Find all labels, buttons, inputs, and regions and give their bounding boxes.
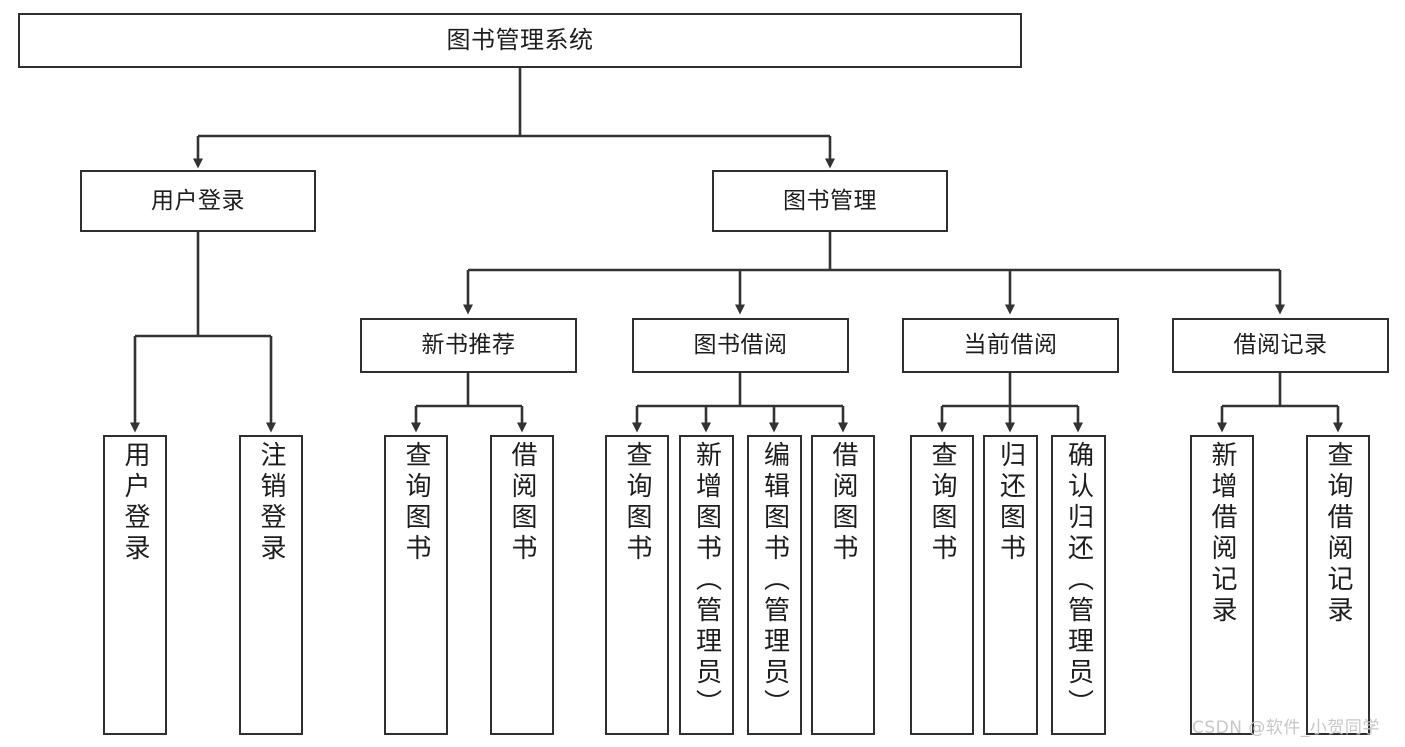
leaf-borrow-record-query[interactable]: 查询借阅记录 — [1306, 435, 1370, 735]
leaf-book-borrow-borrow[interactable]: 借阅图书 — [811, 435, 875, 735]
node-label: 新书推荐 — [421, 332, 516, 359]
leaf-borrow-record-add[interactable]: 新增借阅记录 — [1190, 435, 1254, 735]
node-label: 图书管理 — [783, 187, 877, 214]
node-book-borrow[interactable]: 图书借阅 — [632, 318, 849, 373]
leaf-new-book-borrow[interactable]: 借阅图书 — [490, 435, 554, 735]
leaf-current-borrow-confirm[interactable]: 确认归还（管理员） — [1051, 435, 1106, 735]
node-label: 查询图书 — [622, 441, 652, 565]
node-label: 用户登录 — [120, 441, 150, 565]
leaf-current-borrow-query[interactable]: 查询图书 — [910, 435, 974, 735]
node-book-management[interactable]: 图书管理 — [712, 170, 948, 232]
leaf-book-borrow-query[interactable]: 查询图书 — [605, 435, 669, 735]
node-label: 图书管理系统 — [446, 25, 594, 54]
node-label: 用户登录 — [151, 187, 245, 214]
leaf-new-book-query[interactable]: 查询图书 — [384, 435, 448, 735]
node-label: 查询图书 — [401, 441, 431, 565]
watermark-csdn: CSDN @软件_小贺同学 — [1192, 718, 1380, 738]
node-label: 查询借阅记录 — [1323, 441, 1353, 627]
node-label: 新增图书（管理员） — [691, 441, 722, 720]
node-root-system[interactable]: 图书管理系统 — [18, 13, 1022, 68]
leaf-current-borrow-return[interactable]: 归还图书 — [983, 435, 1038, 735]
leaf-book-borrow-add[interactable]: 新增图书（管理员） — [679, 435, 734, 735]
leaf-user-login-logout[interactable]: 注销登录 — [239, 435, 303, 735]
node-label: 编辑图书（管理员） — [759, 441, 790, 720]
node-label: 新增借阅记录 — [1207, 441, 1237, 627]
leaf-user-login-login[interactable]: 用户登录 — [103, 435, 167, 735]
node-user-login[interactable]: 用户登录 — [80, 170, 316, 232]
node-label: 注销登录 — [256, 441, 286, 565]
node-new-book-recommend[interactable]: 新书推荐 — [360, 318, 577, 373]
node-current-borrow[interactable]: 当前借阅 — [902, 318, 1119, 373]
leaf-book-borrow-edit[interactable]: 编辑图书（管理员） — [747, 435, 802, 735]
node-label: 当前借阅 — [963, 332, 1058, 359]
node-label: 借阅记录 — [1233, 332, 1328, 359]
node-label: 确认归还（管理员） — [1063, 441, 1094, 720]
node-label: 图书借阅 — [693, 332, 788, 359]
node-label: 借阅图书 — [507, 441, 537, 565]
node-label: 查询图书 — [927, 441, 957, 565]
node-borrow-record[interactable]: 借阅记录 — [1172, 318, 1389, 373]
node-label: 借阅图书 — [828, 441, 858, 565]
node-label: 归还图书 — [995, 441, 1026, 565]
